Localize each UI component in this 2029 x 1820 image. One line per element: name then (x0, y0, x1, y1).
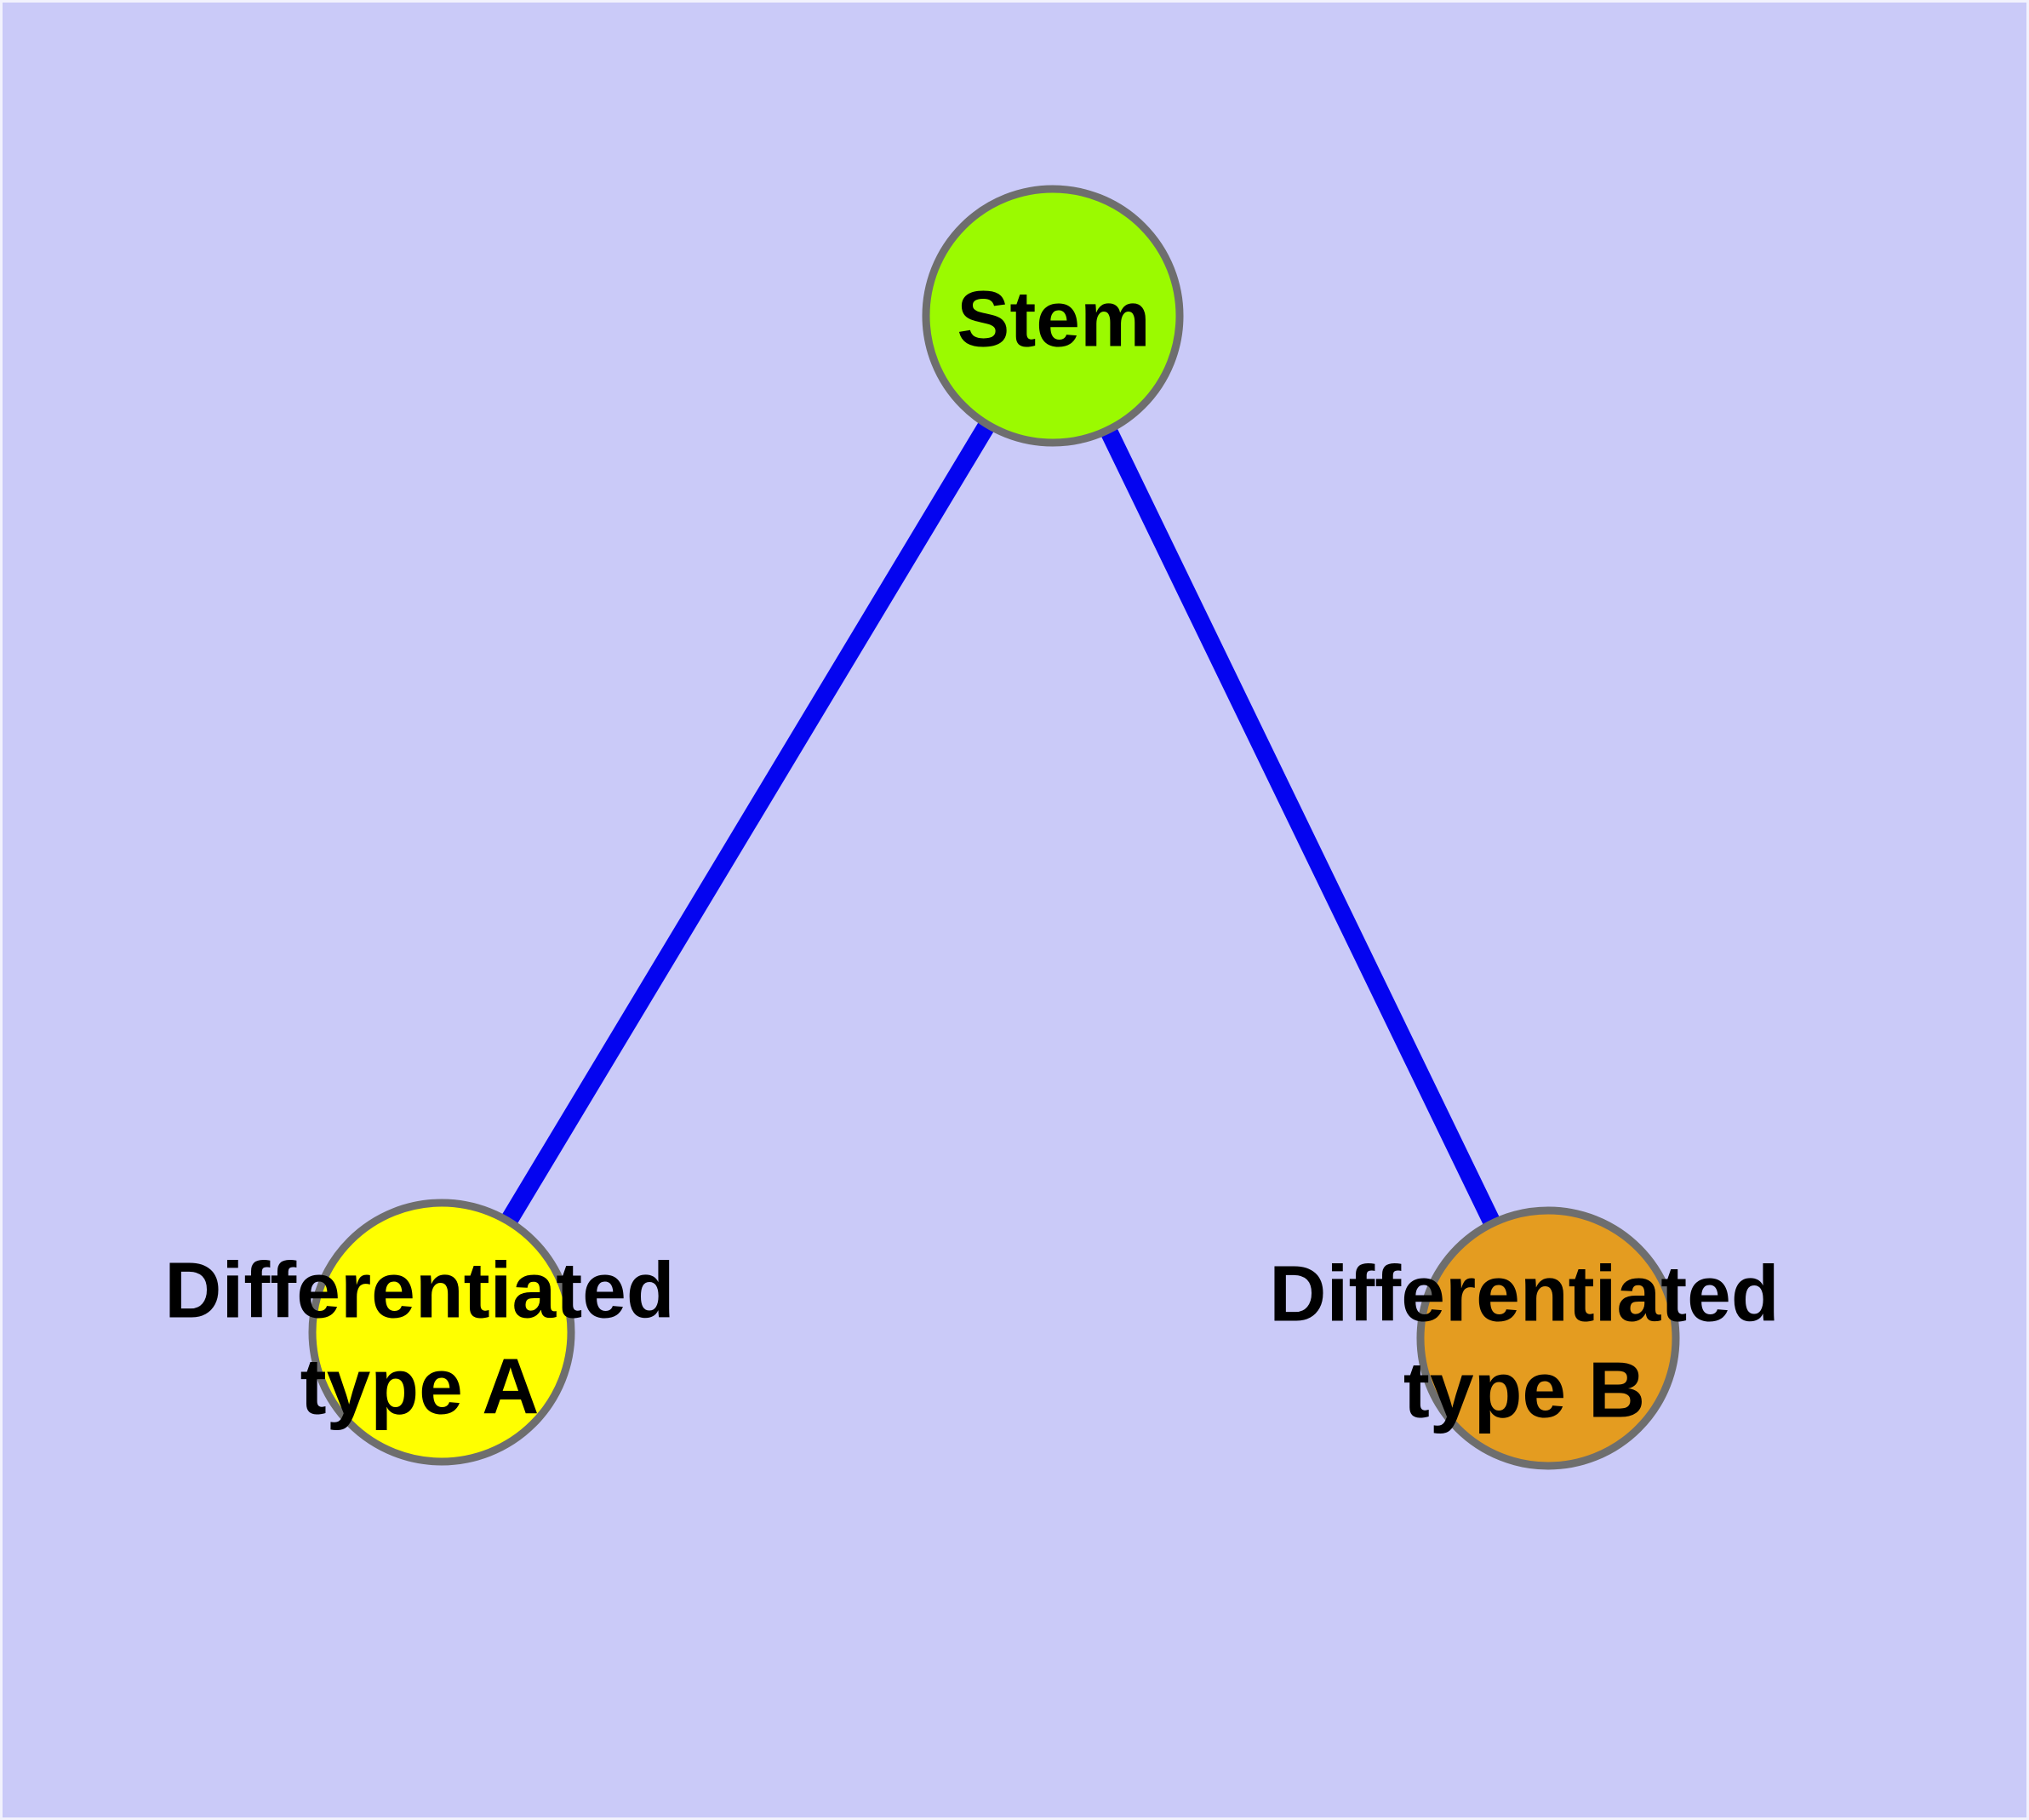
node-differentiated-type-a (308, 1199, 575, 1466)
node-stem-cell (922, 185, 1184, 447)
node-label-stem: Stem (957, 274, 1151, 363)
edge-stem-to-type-b (1044, 312, 1557, 1342)
node-label-differentiated-type-b: Differentiated type B (1269, 1249, 1780, 1434)
node-differentiated-type-b (1416, 1206, 1680, 1470)
node-label-differentiated-type-a: Differentiated type A (164, 1245, 675, 1430)
edge-stem-to-type-a (434, 311, 1060, 1337)
